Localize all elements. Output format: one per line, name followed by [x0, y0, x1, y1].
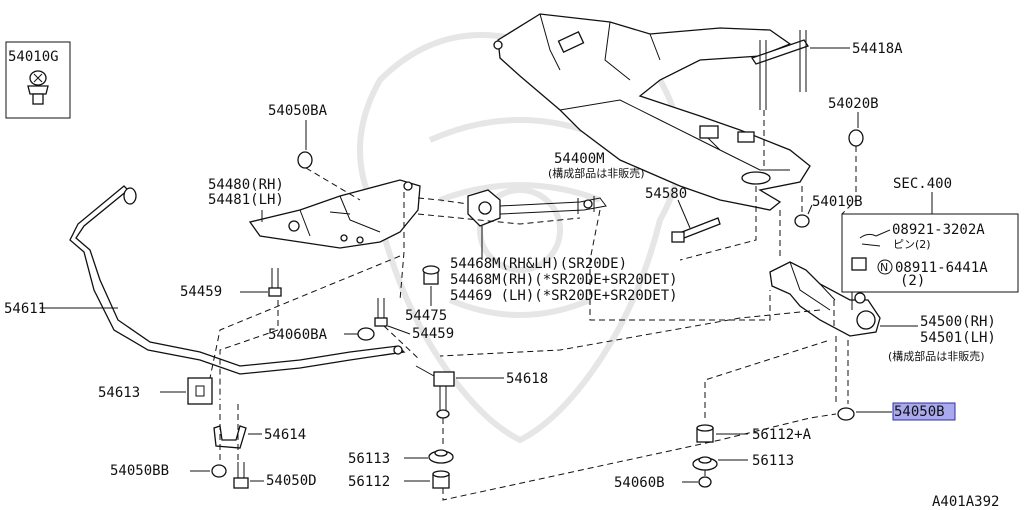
inset-sec400: SEC.400 08921-3202A ピン(2) N 08911-6441A …: [841, 176, 1019, 293]
part-54010B: 54010B: [794, 194, 863, 228]
part-54050BA: 54050BA: [268, 103, 328, 169]
label-54050BA: 54050BA: [268, 103, 328, 119]
label-54618: 54618: [506, 371, 548, 387]
label-54050BB: 54050BB: [110, 463, 169, 479]
label-56113-a: 56113: [348, 451, 390, 467]
label-56113-b: 56113: [752, 453, 794, 469]
label-54400M-note: (構成部品は非販売): [548, 166, 645, 180]
label-54468M-b: 54468M(RH)(*SR20DE+SR20DET): [450, 272, 678, 288]
part-54060B: 54060B: [614, 475, 712, 491]
part-54614: 54614: [213, 425, 306, 449]
crossmember-54400M: 54400M (構成部品は非販売): [493, 13, 811, 211]
bracket-54480: 54480(RH) 54481(LH): [208, 177, 421, 249]
label-54475: 54475: [405, 308, 447, 324]
link-54618: 54618: [415, 365, 548, 419]
part-54050BB: 54050BB: [110, 463, 227, 479]
label-pin2: ピン(2): [893, 238, 931, 251]
label-08911: 08911-6441A: [895, 260, 988, 276]
n-marker: N: [880, 261, 888, 274]
part-54060BA: 54060BA: [268, 327, 375, 343]
label-54501: 54501(LH): [920, 330, 996, 346]
stabilizer-bar-54611: 54611: [4, 185, 406, 375]
part-54459-b: 54459: [374, 298, 454, 342]
label-54459-b: 54459: [412, 326, 454, 342]
label-54611: 54611: [4, 301, 46, 317]
part-56113-a: 56113: [348, 449, 454, 467]
part-56113-b: 56113: [692, 453, 794, 471]
label-56112: 56112: [348, 474, 390, 490]
label-54500-note: (構成部品は非販売): [888, 349, 985, 363]
label-54459-a: 54459: [180, 284, 222, 300]
highlight-54050B[interactable]: [892, 402, 956, 421]
part-56112: 56112: [348, 470, 450, 490]
label-54500: 54500(RH): [920, 314, 996, 330]
label-54050D: 54050D: [266, 473, 317, 489]
assembly-dashed-lines: [209, 110, 857, 501]
label-54468M-a: 54468M(RH&LH)(SR20DE): [450, 256, 627, 272]
bushing-54468M: 54468M(RH&LH)(SR20DE) 54468M(RH)(*SR20DE…: [450, 189, 678, 304]
part-54475: 54475: [405, 265, 447, 324]
label-56112A: 56112+A: [752, 427, 812, 443]
label-08921: 08921-3202A: [892, 222, 985, 238]
label-qty2: (2): [900, 273, 925, 289]
label-54060B: 54060B: [614, 475, 665, 491]
part-54020B: 54020B: [828, 96, 879, 147]
label-54481: 54481(LH): [208, 192, 284, 208]
label-54580: 54580: [645, 186, 687, 202]
part-54613: 54613: [98, 377, 213, 405]
label-54418A: 54418A: [852, 41, 903, 57]
diagram-reference-code: A401A392: [932, 494, 999, 510]
inset-54010G: 54010G: [5, 41, 71, 119]
label-sec400: SEC.400: [893, 176, 952, 192]
label-54614: 54614: [264, 427, 306, 443]
label-54469: 54469 (LH)(*SR20DE+SR20DET): [450, 288, 678, 304]
part-54580: 54580: [645, 186, 721, 243]
lower-arm-54500: 54500(RH) 54501(LH) (構成部品は非販売): [769, 261, 996, 363]
label-54400M: 54400M: [554, 151, 605, 167]
label-54010B: 54010B: [812, 194, 863, 210]
label-54020B: 54020B: [828, 96, 879, 112]
label-54480: 54480(RH): [208, 177, 284, 193]
label-54050B[interactable]: 54050B: [894, 404, 945, 420]
studs-54418A: 54418A: [750, 30, 903, 110]
part-54050D: 54050D: [233, 462, 317, 489]
part-56112A: 56112+A: [696, 424, 812, 443]
part-54459-a: 54459: [180, 268, 282, 300]
label-54613: 54613: [98, 385, 140, 401]
part-54050B: 54050B: [837, 402, 956, 421]
label-54060BA: 54060BA: [268, 327, 328, 343]
label-54010G: 54010G: [8, 49, 59, 65]
